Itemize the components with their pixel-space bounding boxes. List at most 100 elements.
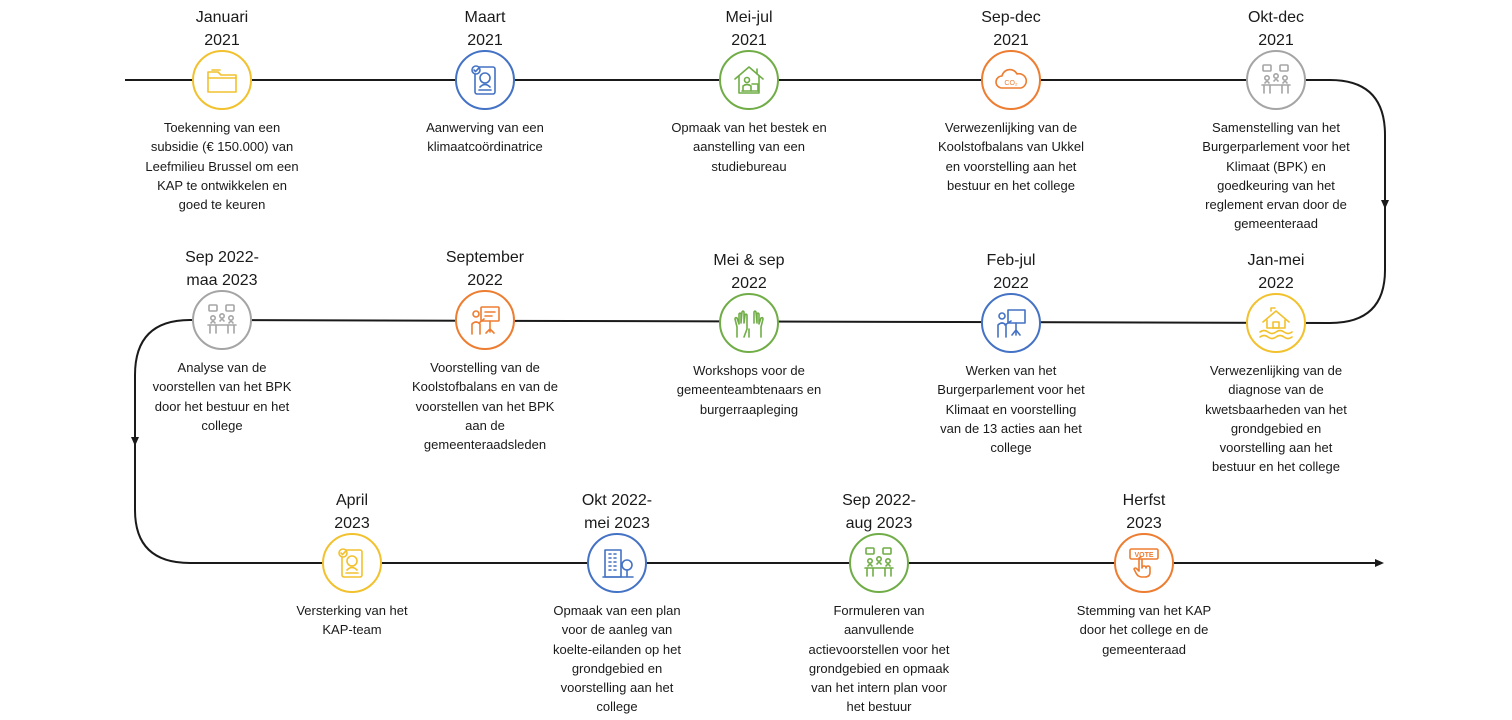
- milestone-date-13: Sep 2022-aug 2023: [779, 489, 979, 535]
- milestone-description-line: gemeenteraad: [1234, 216, 1318, 232]
- milestone-node-6: [1246, 293, 1306, 353]
- milestone-date-3: Mei-jul 2021: [649, 6, 849, 52]
- milestone-description-line: KAP-team: [322, 622, 382, 638]
- milestone-description-line: bestuur en het college: [1212, 459, 1340, 475]
- raised-hands-icon: [729, 303, 769, 343]
- milestone-node-8: [719, 293, 779, 353]
- milestone-date-line: mei 2023: [584, 515, 650, 532]
- milestone-description-line: kwetsbaarheden van het: [1205, 401, 1347, 417]
- milestone-description-line: college: [201, 417, 243, 433]
- milestone-description-line: Toekenning van een: [163, 120, 281, 135]
- milestone-node-5: [1246, 50, 1306, 110]
- milestone-date-line: Sep-dec: [981, 9, 1041, 26]
- timeline-row-2-line: [134, 318, 1331, 564]
- milestone-description-line: door het college en de: [1079, 622, 1209, 638]
- milestone-description-line: Burgerparlement voor het: [937, 382, 1085, 398]
- co2-cloud-icon: CO₂: [991, 60, 1031, 100]
- milestone-date-line: 2022: [993, 275, 1029, 292]
- milestone-date-line: Feb-jul: [986, 252, 1036, 269]
- milestone-description-line: Formuleren van: [833, 603, 925, 618]
- timeline-row-1-line: [125, 79, 1386, 324]
- milestone-description-line: Verwezenlijking van de: [1209, 363, 1343, 378]
- milestone-date-line: aug 2023: [845, 515, 913, 532]
- milestone-description-line: grondgebied en: [571, 660, 663, 676]
- milestone-description-line: Stemming van het KAP: [1076, 603, 1212, 618]
- milestone-description-line: gemeenteambtenaars en: [676, 382, 822, 398]
- milestone-description-line: door het bestuur en het: [154, 398, 290, 414]
- milestone-date-line: 2022: [731, 275, 767, 292]
- milestone-date-line: 2023: [334, 515, 370, 532]
- milestone-description-line: Verwezenlijking van de: [944, 120, 1078, 135]
- milestone-date-line: Maart: [464, 9, 506, 26]
- milestone-description-line: Aanwerving van een: [426, 120, 544, 135]
- presenter-icon: [991, 303, 1031, 343]
- milestone-date-11: April 2023: [252, 489, 452, 535]
- milestone-date-line: Okt-dec: [1247, 9, 1304, 26]
- milestone-date-line: 2021: [204, 32, 240, 49]
- svg-text:CO₂: CO₂: [1004, 80, 1018, 87]
- milestone-description-12: Opmaak van een plan voor de aanleg van koe…: [517, 601, 717, 717]
- milestone-description-line: Versterking van het: [296, 603, 408, 618]
- milestone-date-9: September 2022: [385, 246, 585, 292]
- milestone-description-line: aanvullende: [843, 622, 915, 638]
- folder-icon: [202, 60, 242, 100]
- milestone-date-line: maa 2023: [186, 272, 258, 289]
- milestone-description-line: Koolstofbalans en van de: [412, 379, 558, 395]
- milestone-date-line: Sep 2022-: [185, 249, 259, 266]
- milestone-date-line: 2021: [731, 32, 767, 49]
- milestone-description-line: Leefmilieu Brussel om een: [145, 158, 299, 174]
- milestone-date-10: Sep 2022- maa 2023: [122, 246, 322, 292]
- meeting-table-icon: [859, 543, 899, 583]
- milestone-node-7: [981, 293, 1041, 353]
- milestone-date-line: April: [335, 492, 368, 509]
- milestone-description-1: Toekenning van een subsidie (€ 150.000) v…: [122, 118, 322, 214]
- milestone-description-line: voorstelling aan het: [1219, 440, 1333, 456]
- building-tree-icon: [597, 543, 637, 583]
- milestone-date-line: 2021: [993, 32, 1029, 49]
- milestone-date-line: 2021: [467, 32, 503, 49]
- milestone-date-line: Herfst: [1122, 492, 1166, 509]
- milestone-description-line: bestuur en het college: [947, 177, 1075, 193]
- milestone-description-8: Workshops voor de gemeenteambtenaars en bu…: [649, 361, 849, 419]
- milestone-node-4: CO₂: [981, 50, 1041, 110]
- milestone-description-line: aan de: [465, 417, 505, 433]
- milestone-description-line: aanstelling van een: [692, 139, 806, 155]
- milestone-description-line: voor de aanleg van: [561, 622, 673, 638]
- milestone-date-12: Okt 2022-mei 2023: [517, 489, 717, 535]
- milestone-node-13: [849, 533, 909, 593]
- milestone-description-line: burgerraapleging: [699, 401, 799, 417]
- milestone-description-line: Opmaak van een plan: [553, 603, 681, 618]
- milestone-description-line: koelte-eilanden op het: [553, 641, 681, 657]
- milestone-date-line: 2023: [1126, 515, 1162, 532]
- milestone-node-1: [192, 50, 252, 110]
- milestone-date-line: Mei & sep: [713, 252, 785, 269]
- milestone-date-line: 2022: [1258, 275, 1294, 292]
- meeting-table-icon: [202, 300, 242, 340]
- milestone-description-line: Werken van het: [965, 363, 1057, 378]
- milestone-date-line: Mei-jul: [725, 9, 773, 26]
- milestone-description-line: Analyse van de: [177, 360, 267, 375]
- milestone-date-4: Sep-dec 2021: [911, 6, 1111, 52]
- milestone-description-line: voorstellen van het BPK: [415, 398, 555, 414]
- milestone-description-line: Workshops voor de: [693, 363, 805, 378]
- milestone-description-line: goedkeuring van het: [1217, 177, 1335, 193]
- milestone-description-line: voorstelling aan het: [560, 680, 674, 696]
- milestone-date-line: September: [445, 249, 525, 266]
- meeting-table-icon: [1256, 60, 1296, 100]
- milestone-description-line: college: [596, 699, 638, 715]
- milestone-node-9: [455, 290, 515, 350]
- milestone-description-line: Koolstofbalans van Ukkel: [938, 139, 1084, 155]
- milestone-description-line: subsidie (€ 150.000) van: [150, 139, 294, 155]
- milestone-date-line: 2022: [467, 272, 503, 289]
- milestone-description-4: Verwezenlijking van de Koolstofbalans van…: [911, 118, 1111, 195]
